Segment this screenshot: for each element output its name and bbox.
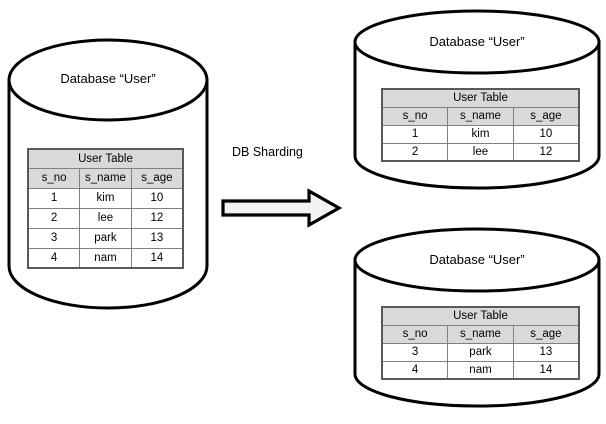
sharding-caption: DB Sharding (232, 145, 303, 159)
column-header-s-no: s_no (381, 106, 449, 126)
table-row: 4 nam 14 (27, 247, 184, 269)
cell-s-no: 4 (381, 360, 449, 380)
cell-s-name: park (447, 342, 514, 362)
table-row: 3 park 13 (27, 227, 184, 249)
cell-s-age: 12 (130, 207, 184, 229)
cell-s-no: 3 (27, 227, 81, 249)
cell-s-name: nam (447, 360, 514, 380)
cell-s-age: 13 (130, 227, 184, 249)
cell-s-age: 12 (512, 142, 580, 162)
column-header-s-name: s_name (79, 167, 132, 189)
table-title: User Table (381, 306, 580, 326)
cell-s-name: park (79, 227, 132, 249)
column-header-s-age: s_age (130, 167, 184, 189)
column-header-s-no: s_no (381, 324, 449, 344)
cell-s-age: 14 (130, 247, 184, 269)
table-row: 1 kim 10 (381, 124, 580, 144)
cell-s-no: 2 (27, 207, 81, 229)
cell-s-no: 2 (381, 142, 449, 162)
cell-s-no: 4 (27, 247, 81, 269)
source-user-table: User Table s_no s_name s_age 1 kim 10 2 … (27, 148, 184, 269)
sharding-arrow (220, 188, 344, 228)
table-title: User Table (27, 148, 184, 169)
table-title: User Table (381, 88, 580, 108)
table-row: 2 lee 12 (381, 142, 580, 162)
column-header-s-age: s_age (512, 106, 580, 126)
cell-s-name: kim (79, 187, 132, 209)
cell-s-name: kim (447, 124, 514, 144)
cell-s-age: 10 (130, 187, 184, 209)
column-header-s-name: s_name (447, 324, 514, 344)
cell-s-no: 3 (381, 342, 449, 362)
column-header-s-no: s_no (27, 167, 81, 189)
cell-s-name: lee (79, 207, 132, 229)
shard-1-user-table: User Table s_no s_name s_age 1 kim 10 2 … (381, 88, 580, 162)
table-row: 2 lee 12 (27, 207, 184, 229)
table-row: 1 kim 10 (27, 187, 184, 209)
column-header-s-name: s_name (447, 106, 514, 126)
cell-s-no: 1 (381, 124, 449, 144)
right-block-arrow-icon (221, 188, 343, 228)
table-row: 3 park 13 (381, 342, 580, 362)
cell-s-no: 1 (27, 187, 81, 209)
cell-s-age: 14 (512, 360, 580, 380)
table-row: 4 nam 14 (381, 360, 580, 380)
shard-2-user-table: User Table s_no s_name s_age 3 park 13 4… (381, 306, 580, 380)
cell-s-age: 13 (512, 342, 580, 362)
cell-s-name: lee (447, 142, 514, 162)
column-header-s-age: s_age (512, 324, 580, 344)
cell-s-name: nam (79, 247, 132, 269)
cell-s-age: 10 (512, 124, 580, 144)
